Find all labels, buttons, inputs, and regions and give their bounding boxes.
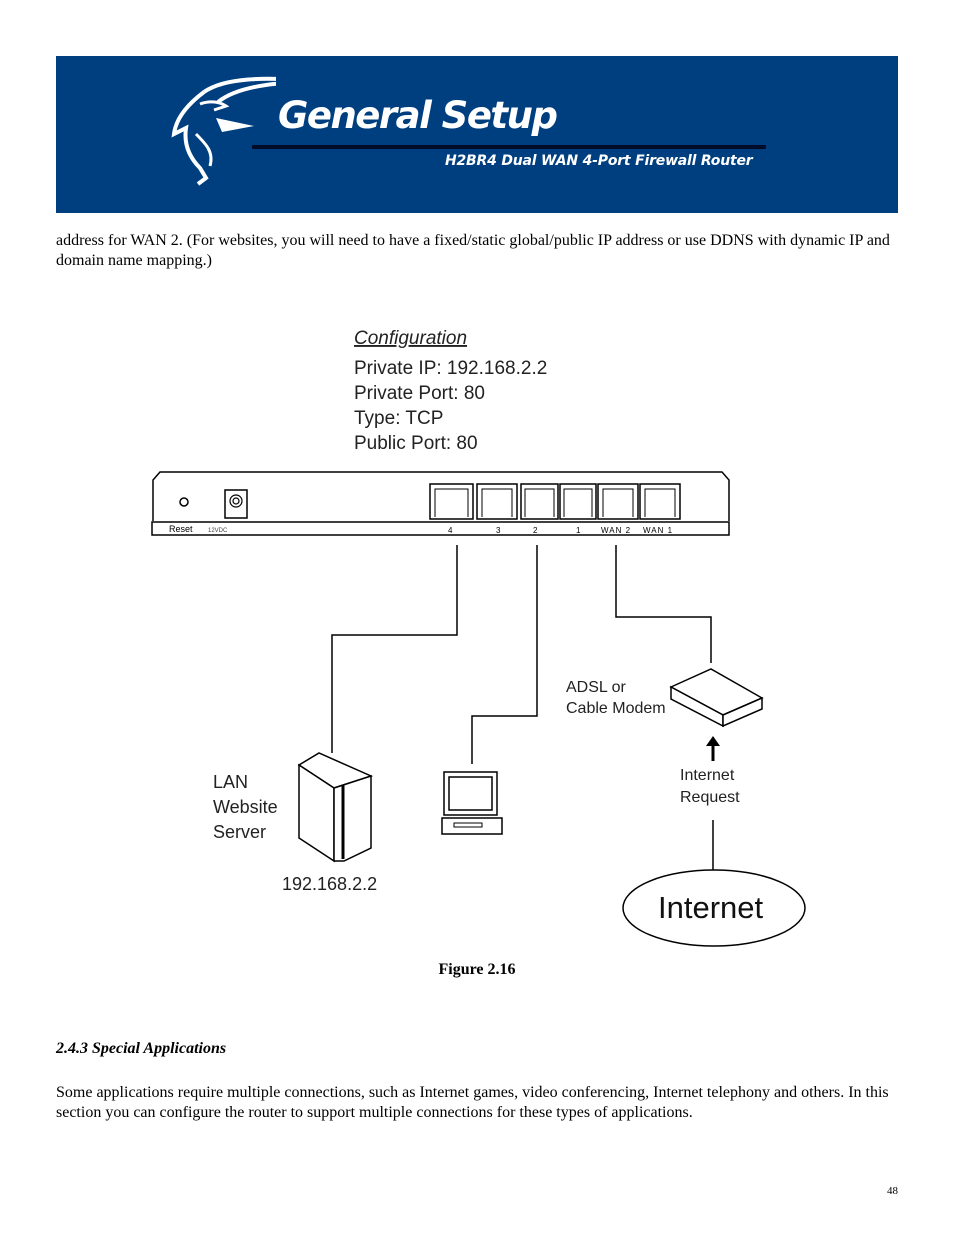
section-heading: 2.4.3 Special Applications bbox=[56, 1040, 227, 1057]
request-label: Request bbox=[680, 789, 740, 806]
modem-label: ADSL or bbox=[566, 679, 627, 696]
port-label: WAN 2 bbox=[601, 526, 631, 535]
config-line: Public Port: 80 bbox=[354, 433, 478, 454]
config-line: Private IP: 192.168.2.2 bbox=[354, 358, 547, 379]
power-label: 12VDC bbox=[208, 528, 228, 534]
reset-label: Reset bbox=[169, 524, 193, 534]
eagle-logo-icon bbox=[171, 76, 276, 186]
computer-icon bbox=[441, 771, 503, 835]
section-body: Some applications require multiple conne… bbox=[56, 1084, 889, 1121]
port-label: 4 bbox=[448, 526, 453, 535]
power-jack-icon bbox=[224, 489, 248, 519]
header-banner: General Setup H2BR4 Dual WAN 4-Port Fire… bbox=[56, 56, 898, 213]
intro-paragraph: address for WAN 2. (For websites, you wi… bbox=[56, 232, 890, 269]
page-subtitle: H2BR4 Dual WAN 4-Port Firewall Router bbox=[445, 153, 753, 169]
router-panel: Reset 12VDC 4 3 2 1 WAN 2 WAN 1 bbox=[151, 471, 730, 536]
config-line: Type: TCP bbox=[354, 408, 443, 429]
page-number: 48 bbox=[887, 1185, 898, 1197]
modem-label: Cable Modem bbox=[566, 700, 666, 717]
port-label: 2 bbox=[533, 526, 538, 535]
modem-icon bbox=[669, 668, 764, 728]
connection-lines bbox=[331, 545, 714, 870]
server-icon bbox=[297, 752, 374, 863]
server-label: LAN bbox=[213, 772, 248, 792]
server-ip-label: 192.168.2.2 bbox=[282, 874, 377, 894]
config-heading: Configuration bbox=[354, 328, 467, 349]
port-label: 1 bbox=[576, 526, 581, 535]
title-underline bbox=[252, 145, 766, 149]
network-diagram: Configuration Private IP: 192.168.2.2 Pr… bbox=[151, 328, 806, 947]
figure-caption: Figure 2.16 bbox=[438, 961, 516, 978]
server-label: Website bbox=[213, 797, 278, 817]
port-label: 3 bbox=[496, 526, 501, 535]
ethernet-ports bbox=[429, 483, 681, 520]
internet-label: Internet bbox=[658, 890, 764, 925]
port-label: WAN 1 bbox=[643, 526, 673, 535]
server-label: Server bbox=[213, 822, 266, 842]
arrow-up-icon bbox=[706, 736, 720, 761]
config-line: Private Port: 80 bbox=[354, 383, 485, 404]
internet-cloud-icon bbox=[622, 869, 806, 947]
reset-button-icon bbox=[179, 497, 189, 507]
request-label: Internet bbox=[680, 767, 735, 784]
page-title: General Setup bbox=[278, 94, 558, 137]
